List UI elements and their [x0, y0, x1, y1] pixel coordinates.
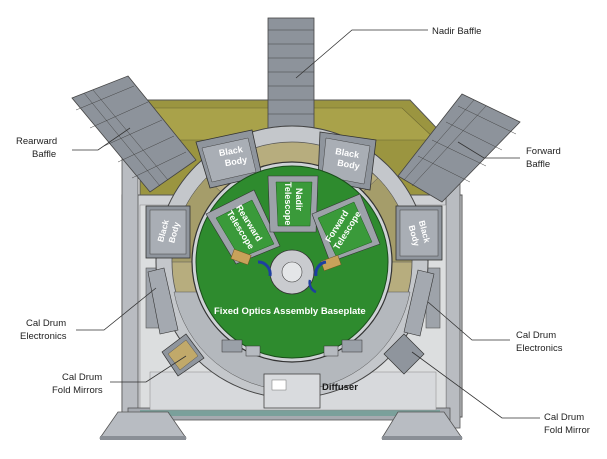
forward-baffle: [397, 93, 521, 203]
label-cal-drum-fold-mirror-line2: Fold Mirror: [544, 425, 590, 436]
label-cal-drum-electronics-left-line2: Electronics: [20, 331, 67, 342]
label-black-body-tl-line2: Body: [224, 154, 248, 168]
black-body-top-left: [195, 129, 263, 189]
nadir-baffle: [267, 17, 315, 131]
label-black-body-tl-line1: Black: [218, 144, 244, 158]
label-forward-baffle-line2: Baffle: [526, 159, 550, 170]
label-rearward-baffle-line1: Rearward: [16, 136, 57, 147]
label-diffuser: Diffuser: [322, 382, 358, 393]
label-black-body-tr-line2: Body: [337, 158, 361, 172]
label-cal-drum-electronics-right-line2: Electronics: [516, 343, 563, 354]
label-cal-drum-electronics-right-line1: Cal Drum: [516, 330, 556, 341]
label-nadir-telescope-line1: Nadir: [294, 188, 304, 212]
cal-drum-electronics-left: [147, 267, 179, 335]
label-nadir-telescope-line2: Telescope: [283, 182, 293, 225]
label-rearward-baffle-line2: Baffle: [32, 149, 56, 160]
cal-drum-lower: [147, 267, 435, 409]
label-cal-drum-fold-mirror-line1: Cal Drum: [544, 412, 584, 423]
cal-drum-electronics-right: [403, 269, 435, 337]
black-body-left: [145, 205, 191, 259]
fixed-optics-baseplate: [195, 165, 389, 359]
rearward-baffle: [71, 75, 197, 193]
label-baseplate: Fixed Optics Assembly Baseplate: [214, 306, 366, 317]
label-cal-drum-fold-mirrors-line2: Fold Mirrors: [52, 385, 103, 396]
label-cal-drum-fold-mirrors-line1: Cal Drum: [62, 372, 102, 383]
diffuser-box: [263, 373, 321, 409]
fold-mirror-right: [383, 333, 425, 375]
label-black-body-tr-line1: Black: [335, 146, 361, 160]
black-body-right: [395, 205, 443, 261]
label-cal-drum-electronics-left-line1: Cal Drum: [26, 318, 66, 329]
leader-lines: [72, 29, 540, 419]
label-nadir-baffle: Nadir Baffle: [432, 26, 481, 37]
label-forward-baffle-line1: Forward: [526, 146, 561, 157]
